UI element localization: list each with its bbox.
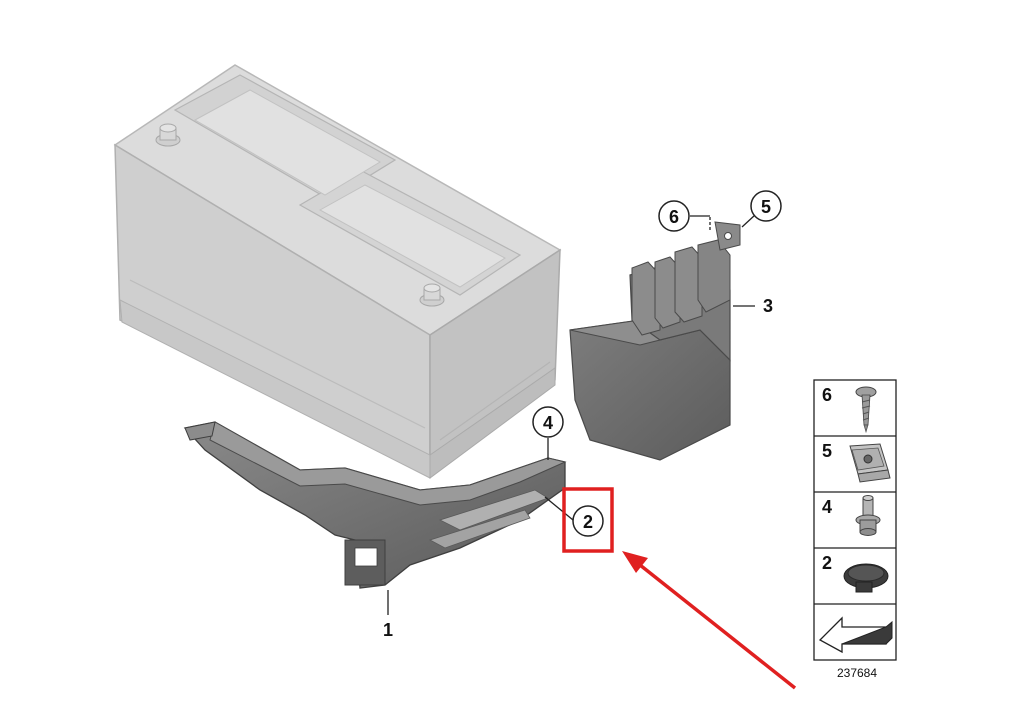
callout-1-label: 1 <box>383 620 393 640</box>
legend-row-4: 4 <box>822 495 881 536</box>
push-rivet-icon <box>843 563 889 593</box>
battery-tray-part-1 <box>183 421 567 589</box>
callout-4-label: 4 <box>543 413 553 433</box>
diagram-id: 237684 <box>837 666 877 680</box>
callout-5-label: 5 <box>761 197 771 217</box>
callout-6-label: 6 <box>669 207 679 227</box>
callout-2-label: 2 <box>583 512 593 532</box>
legend-row-2: 2 <box>822 553 889 593</box>
battery <box>113 64 562 479</box>
bolt-icon <box>855 495 881 536</box>
highlight-arrow <box>622 551 797 690</box>
legend-row-6-label: 6 <box>822 385 832 405</box>
callout-4: 4 <box>532 406 564 438</box>
leader-lines <box>387 214 756 615</box>
legend-row-5: 5 <box>822 441 891 483</box>
callout-2: 2 <box>572 505 604 537</box>
clip-nut-icon <box>849 443 891 483</box>
legend-row-2-label: 2 <box>822 553 832 573</box>
legend-row-4-label: 4 <box>822 497 832 517</box>
legend-row-5-label: 5 <box>822 441 832 461</box>
callout-5: 5 <box>750 190 782 222</box>
screw-icon <box>855 386 877 434</box>
callout-6: 6 <box>658 200 690 232</box>
legend-row-6: 6 <box>822 385 877 434</box>
legend-panel: 6 5 4 <box>813 379 897 661</box>
legend-direction-arrow-icon <box>818 616 893 654</box>
callout-1: 1 <box>383 620 393 640</box>
terminal-cover-part-3 <box>569 221 741 461</box>
callout-3-label: 3 <box>763 296 773 316</box>
callout-3: 3 <box>763 296 773 316</box>
highlight-box <box>562 487 614 553</box>
